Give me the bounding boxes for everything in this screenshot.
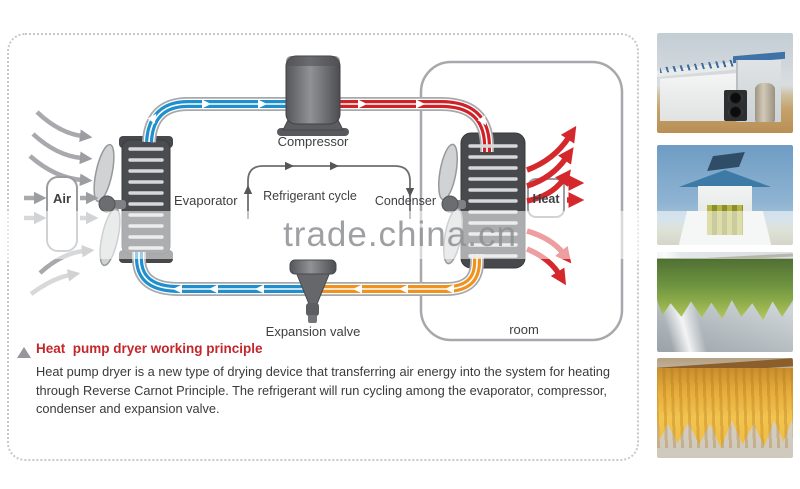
tobacco-opening [707, 205, 743, 235]
pipe-warm-liquid [316, 254, 484, 296]
heat-pump-unit [723, 90, 747, 121]
caption-body: Heat pump dryer is a new type of drying … [36, 364, 611, 417]
green-tobacco-hanging-photo [657, 252, 793, 352]
refrigerant-cycle-loop [243, 161, 415, 219]
condenser-label: Condenser [375, 194, 436, 208]
room-label: room [509, 322, 539, 337]
drying-oven-building-photo [657, 145, 793, 245]
refrigerant-cycle-label: Refrigerant cycle [263, 189, 357, 203]
compressor [277, 55, 349, 136]
caption-block: Heat pump dryer working principle Heat p… [17, 341, 632, 419]
evaporator [119, 136, 173, 263]
leaf-texture [657, 368, 793, 448]
solar-panel [707, 151, 746, 172]
heat-pump-drying-house-photo [657, 33, 793, 133]
caption-title: Heat pump dryer working principle [36, 341, 263, 356]
green-leaves [657, 258, 793, 320]
dried-tobacco-leaves-photo [657, 358, 793, 458]
pipe-cold-suction [142, 97, 300, 143]
expansion-valve [289, 259, 337, 323]
expansion-valve-label: Expansion valve [266, 324, 361, 339]
pyramid-roof [678, 170, 772, 187]
evaporator-fan [93, 143, 126, 267]
room-outline [419, 60, 624, 342]
pipe-cold-return [132, 252, 310, 296]
compressor-label: Compressor [278, 134, 349, 149]
storage-barrel [754, 83, 776, 122]
air-label-box [46, 176, 78, 252]
air-label: Air [53, 191, 71, 206]
triangle-bullet-icon [17, 347, 31, 358]
evaporator-label: Evaporator [174, 193, 238, 208]
heat-label: Heat [532, 192, 560, 206]
pipe-hot-discharge [326, 97, 494, 152]
